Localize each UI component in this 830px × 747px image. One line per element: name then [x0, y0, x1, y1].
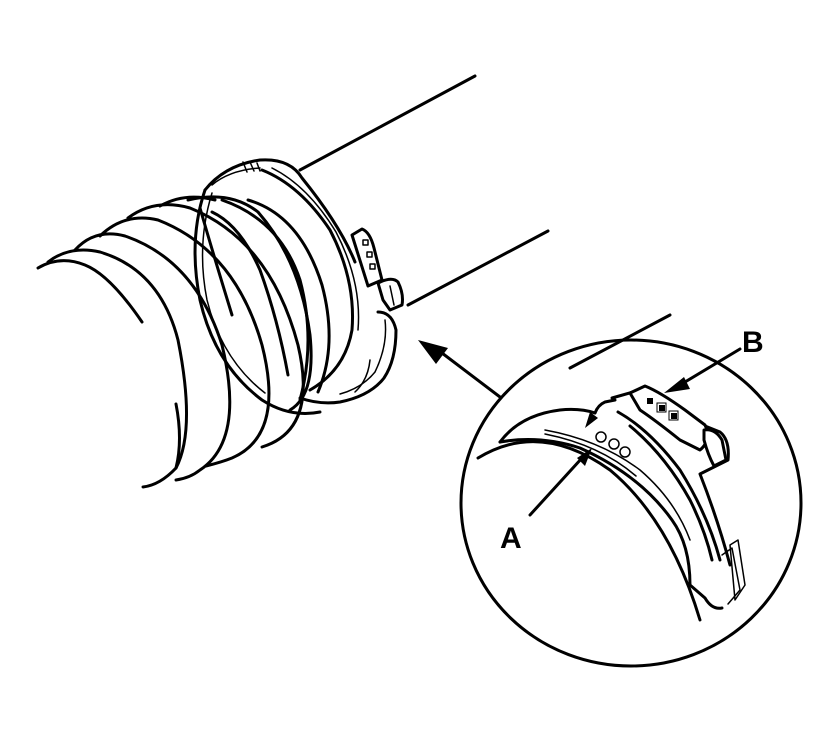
callout-a: A — [500, 448, 592, 555]
callout-b: B — [664, 326, 764, 393]
callout-label-a: A — [500, 522, 522, 555]
hose-clamp — [193, 158, 404, 415]
detail-view: A B — [459, 313, 803, 668]
tube — [298, 74, 550, 307]
detail-pointer-arrow — [418, 340, 502, 399]
corrugated-hose — [36, 195, 331, 489]
callout-label-b: B — [742, 326, 764, 359]
